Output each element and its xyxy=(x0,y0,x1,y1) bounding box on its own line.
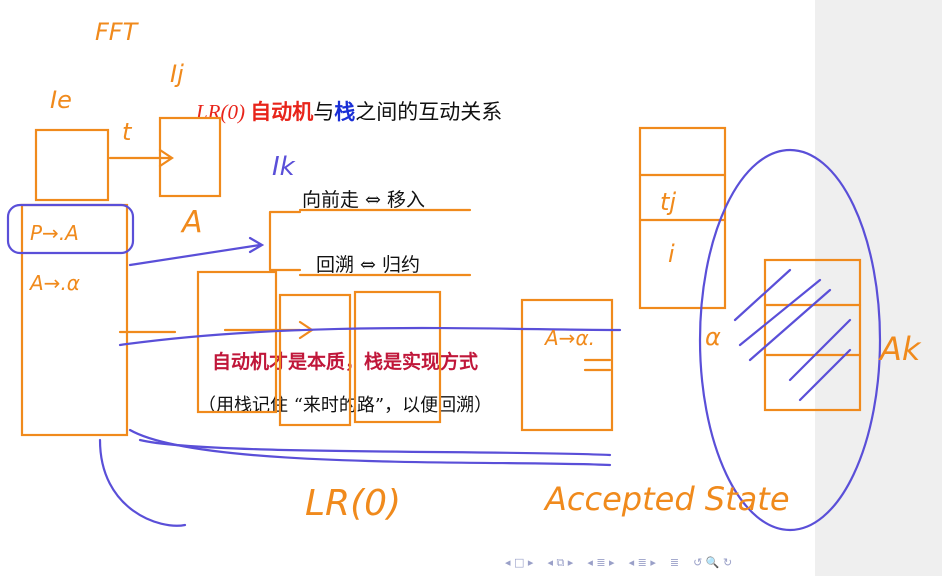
side-margin xyxy=(815,0,942,576)
title-rest: 之间的互动关系 xyxy=(355,100,503,124)
nav-subsection[interactable]: ◂ ⧉ ▸ xyxy=(547,556,574,569)
slide-title: LR(0) 自动机与栈之间的互动关系 xyxy=(196,96,502,126)
reduce-line: 回溯 ⇔ 归约 xyxy=(316,254,420,276)
beamer-navigation: ◂ □ ▸ ◂ ⧉ ▸ ◂ ≣ ▸ ◂ ≣ ▸ ≣ ↺ 🔍 ↻ xyxy=(505,556,732,570)
slide: LR(0) 自动机与栈之间的互动关系 向前走 ⇔ 移入 回溯 ⇔ 归约 自动机才… xyxy=(196,96,503,416)
title-and: 与 xyxy=(313,100,335,124)
shift-line: 向前走 ⇔ 移入 xyxy=(302,189,425,211)
nav-section[interactable]: ◂ ≣ ▸ xyxy=(587,556,615,569)
emphasis-text: 自动机才是本质，栈是实现方式 xyxy=(212,351,479,373)
title-lr0: LR(0) xyxy=(196,100,251,124)
nav-toc[interactable]: ≣ xyxy=(669,556,680,569)
nav-frame[interactable]: ◂ □ ▸ xyxy=(505,556,534,569)
nav-part[interactable]: ◂ ≣ ▸ xyxy=(628,556,656,569)
title-stack: 栈 xyxy=(334,99,356,124)
title-automaton: 自动机 xyxy=(250,99,314,124)
note-text: （用栈记住 “来时的路”，以便回溯） xyxy=(198,395,493,416)
nav-search[interactable]: ↺ 🔍 ↻ xyxy=(693,556,733,569)
